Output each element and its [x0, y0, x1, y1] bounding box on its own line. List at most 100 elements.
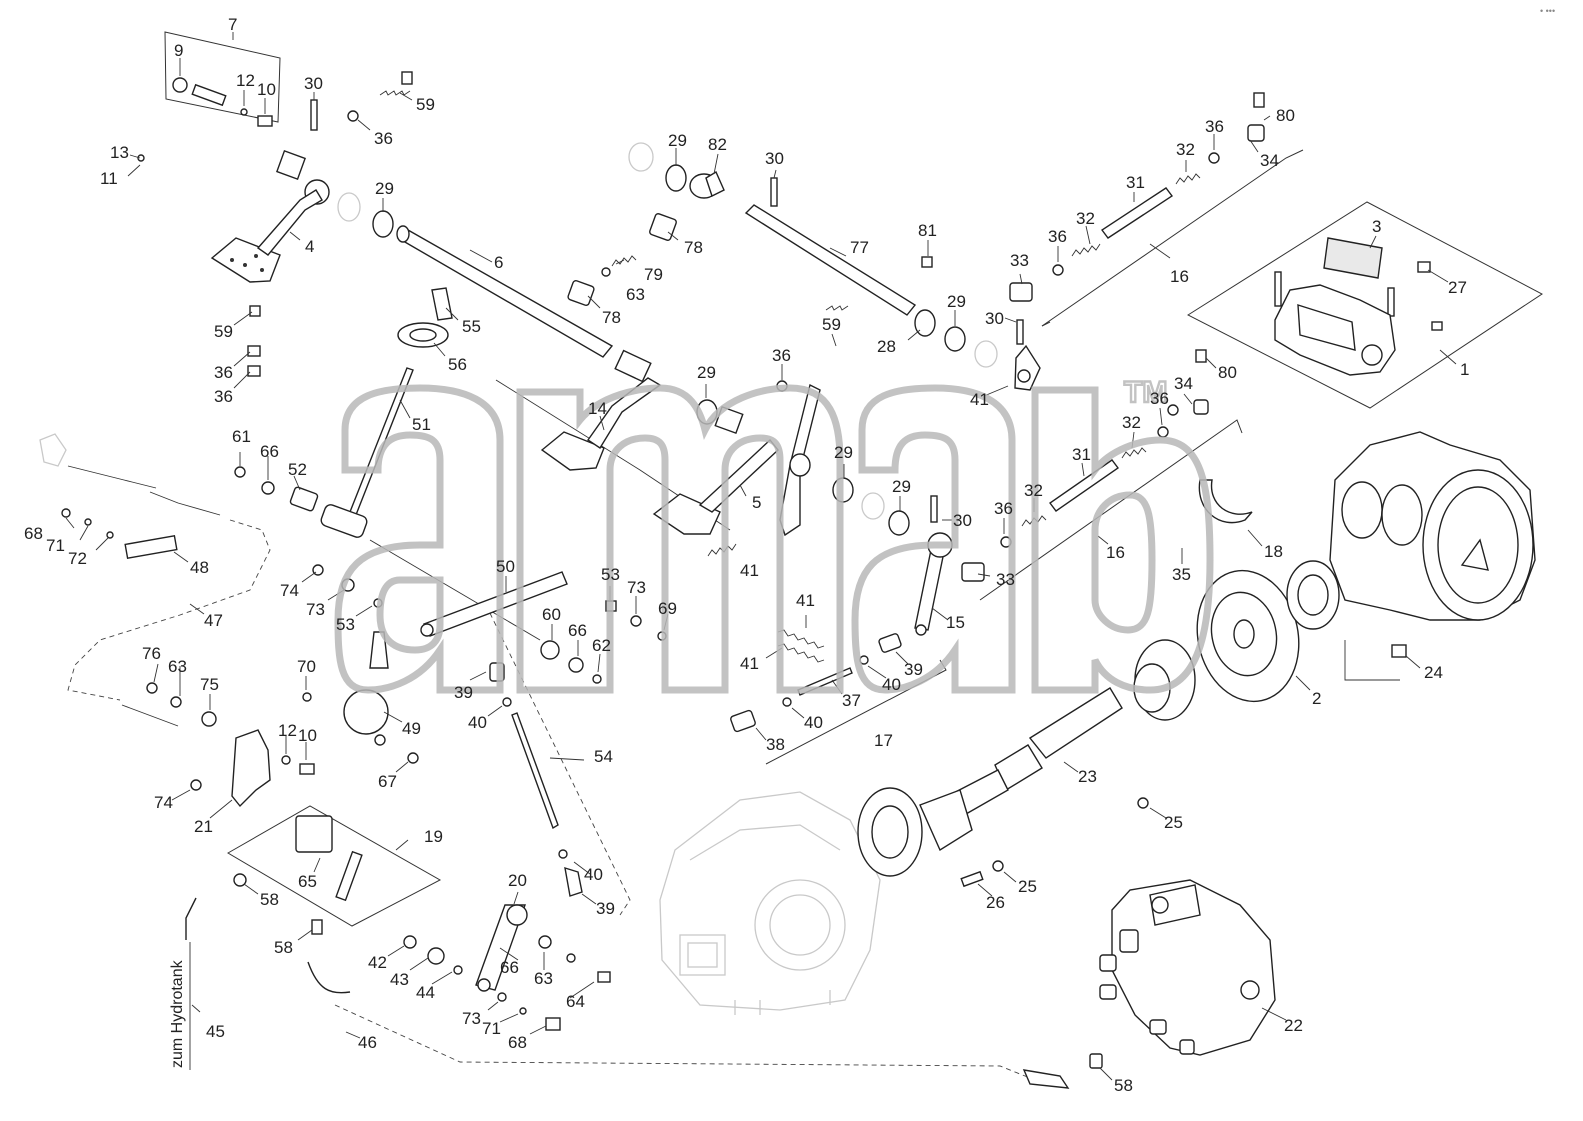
bushings: [304, 142, 998, 536]
callout-47: 47: [204, 611, 223, 630]
callout-80: 80: [1276, 106, 1295, 125]
callout-13: 13: [110, 143, 129, 162]
callout-73: 73: [306, 600, 325, 619]
callout-71: 71: [46, 536, 65, 555]
callout-34: 34: [1260, 151, 1279, 170]
callout-6: 6: [494, 253, 503, 272]
callout-25: 25: [1164, 813, 1183, 832]
callout-63b: 63: [168, 657, 187, 676]
callout-30d: 30: [953, 511, 972, 530]
callout-12b: 12: [278, 721, 297, 740]
callout-16: 16: [1170, 267, 1189, 286]
hydrotank-label: zum Hydrotank: [169, 959, 186, 1068]
callout-81: 81: [918, 221, 937, 240]
callouts: 7 9 12 10 13 11 30 59 36 29 4 6 55 56 51…: [24, 15, 1469, 1095]
callout-54: 54: [594, 747, 613, 766]
callout-51: 51: [412, 415, 431, 434]
callout-12: 12: [236, 71, 255, 90]
callout-58c: 58: [274, 938, 293, 957]
callout-39b: 39: [454, 683, 473, 702]
callout-42: 42: [368, 953, 387, 972]
callout-36h: 36: [994, 499, 1013, 518]
callout-53: 53: [336, 615, 355, 634]
callout-73c: 73: [462, 1009, 481, 1028]
pedal-5: [652, 383, 821, 537]
callout-2: 2: [1312, 689, 1321, 708]
watermark: TM: [334, 375, 1214, 694]
callout-23: 23: [1078, 767, 1097, 786]
callout-75: 75: [200, 675, 219, 694]
callout-49: 49: [402, 719, 421, 738]
callout-63: 63: [626, 285, 645, 304]
callout-39: 39: [904, 660, 923, 679]
caliper-1: [1274, 237, 1396, 376]
assembly-frames: [67, 31, 1543, 1079]
callout-29: 29: [375, 179, 394, 198]
fasteners: [61, 71, 1443, 1089]
shaft-31-upper: [1100, 187, 1174, 239]
callout-67: 67: [378, 772, 397, 791]
pump-22: [1099, 879, 1276, 1056]
callout-45: 45: [206, 1022, 225, 1041]
callout-39c: 39: [596, 899, 615, 918]
corner-mark: • •••: [1540, 6, 1555, 16]
callout-40c: 40: [468, 713, 487, 732]
callout-36c: 36: [214, 387, 233, 406]
callout-79: 79: [644, 265, 663, 284]
callout-41: 41: [970, 390, 989, 409]
callout-24: 24: [1424, 663, 1443, 682]
callout-59c: 59: [822, 315, 841, 334]
callout-36d: 36: [772, 346, 791, 365]
shaft-77: [744, 204, 917, 316]
callout-26: 26: [986, 893, 1005, 912]
springs: [67, 90, 1201, 727]
callout-43: 43: [390, 970, 409, 989]
callout-29e: 29: [834, 443, 853, 462]
callout-17: 17: [874, 731, 893, 750]
callout-69: 69: [658, 599, 677, 618]
driveshaft-23: [857, 639, 1196, 877]
callout-32b: 32: [1176, 140, 1195, 159]
callout-58: 58: [1114, 1076, 1133, 1095]
callout-66b: 66: [568, 621, 587, 640]
leader-lines: [65, 32, 1457, 1081]
axle-housing: [1286, 431, 1536, 630]
callout-78b: 78: [602, 308, 621, 327]
callout-29d: 29: [697, 363, 716, 382]
callout-34b: 34: [1174, 374, 1193, 393]
callout-37: 37: [842, 691, 861, 710]
callout-36f: 36: [1205, 117, 1224, 136]
callout-10: 10: [257, 80, 276, 99]
callout-4: 4: [305, 237, 314, 256]
callout-10b: 10: [298, 726, 317, 745]
callout-70: 70: [297, 657, 316, 676]
callout-40: 40: [882, 675, 901, 694]
callout-66c: 66: [500, 958, 519, 977]
callout-60: 60: [542, 605, 561, 624]
callout-27: 27: [1448, 278, 1467, 297]
callout-20: 20: [508, 871, 527, 890]
callout-7: 7: [228, 15, 237, 34]
callout-40b: 40: [804, 713, 823, 732]
callout-80b: 80: [1218, 363, 1237, 382]
callout-36: 36: [374, 129, 393, 148]
callout-1: 1: [1460, 360, 1469, 379]
callout-18: 18: [1264, 542, 1283, 561]
callout-68b: 68: [508, 1033, 527, 1052]
callout-76: 76: [142, 644, 161, 663]
lever-20: [475, 904, 528, 992]
pedal-14: [540, 349, 662, 471]
disc-2: [1196, 569, 1300, 703]
rod-54: [511, 712, 583, 897]
callout-11: 11: [100, 169, 118, 188]
callout-59: 59: [416, 95, 435, 114]
callout-31: 31: [1126, 173, 1145, 192]
callout-59b: 59: [214, 322, 233, 341]
callout-29f: 29: [892, 477, 911, 496]
callout-46: 46: [358, 1033, 377, 1052]
callout-29b: 29: [668, 131, 687, 150]
callout-30c: 30: [985, 309, 1004, 328]
callout-50: 50: [496, 557, 515, 576]
bar-50: [420, 571, 568, 637]
callout-63c: 63: [534, 969, 553, 988]
